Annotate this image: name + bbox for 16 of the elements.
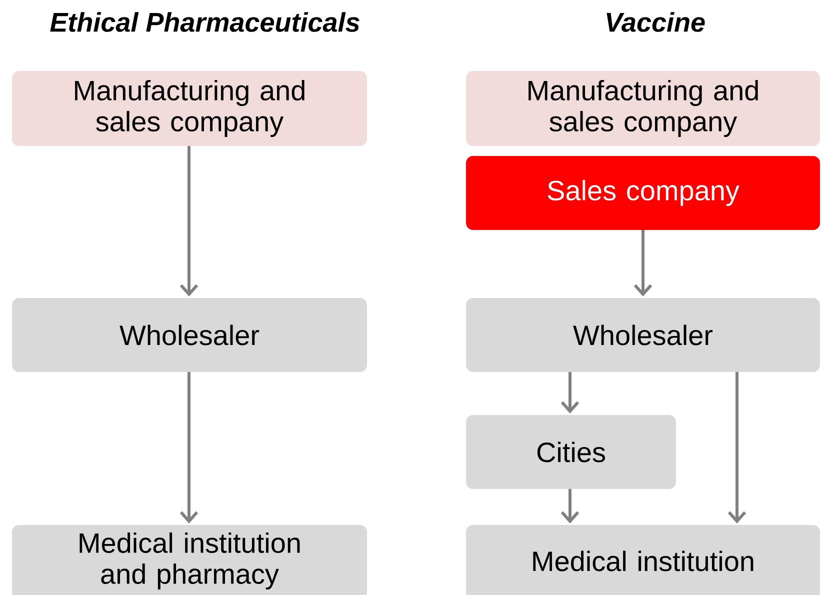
process-box: Medical institution — [466, 524, 820, 595]
column-heading: Ethical Pharmaceuticals — [50, 12, 360, 32]
company-box: Manufacturing and sales company — [466, 71, 820, 146]
column-heading: Vaccine — [606, 12, 705, 32]
process-box: Wholesaler — [12, 298, 367, 372]
company-box: Sales company — [466, 156, 820, 230]
arrow — [634, 230, 652, 296]
arrow — [560, 372, 580, 414]
process-box: Medical institution and pharmacy — [12, 524, 367, 595]
arrow — [180, 372, 198, 524]
process-box: Cities — [466, 414, 676, 489]
arrow — [728, 372, 746, 524]
process-box: Wholesaler — [466, 298, 820, 372]
arrow — [560, 488, 580, 524]
arrow — [180, 146, 198, 296]
company-box: Manufacturing and sales company — [12, 71, 367, 146]
